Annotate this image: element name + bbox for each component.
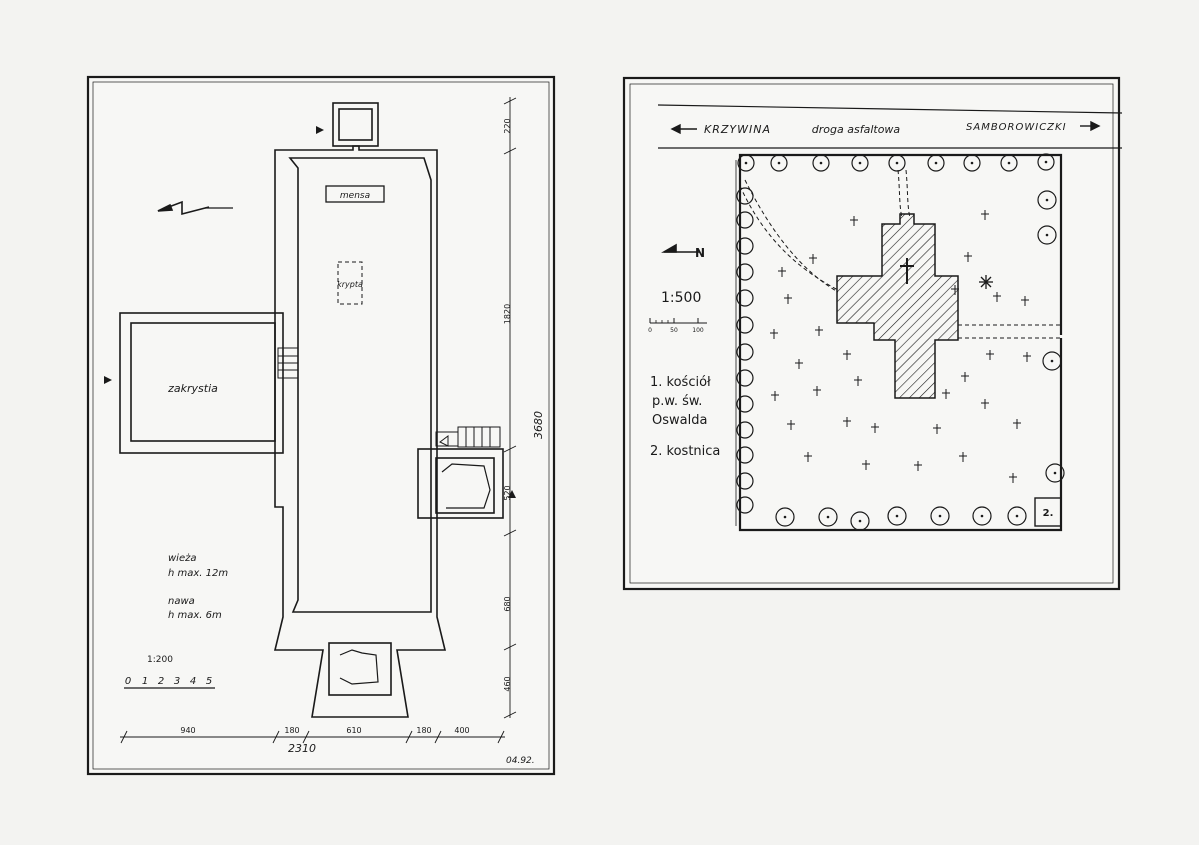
- krypta-label: krypta: [337, 280, 363, 289]
- graves: [770, 210, 1031, 483]
- mensa-label: mensa: [340, 191, 370, 201]
- scale-label-200: 1:200: [147, 655, 173, 665]
- scale-bar-500: 1:500 0 50 100: [648, 290, 707, 334]
- legend-line-4: 2. kostnica: [650, 444, 720, 459]
- grave-cross-icon: [862, 460, 870, 470]
- grave-cross-icon: [959, 452, 967, 462]
- church-walls: [119, 102, 504, 718]
- dim-v-460: 460: [503, 676, 512, 691]
- asphalt-road: [657, 104, 1123, 149]
- grave-cross-icon: [815, 326, 823, 336]
- north-arrow-icon: [157, 200, 233, 216]
- road-right-label: SAMBOROWICZKI: [966, 122, 1067, 133]
- grave-cross-icon: [981, 210, 989, 220]
- grave-cross-icon: [804, 452, 812, 462]
- church-building: [836, 213, 959, 399]
- paths: [739, 169, 1060, 339]
- grave-cross-icon: [771, 391, 779, 401]
- arrow-right-icon: [1080, 120, 1101, 132]
- grave-cross-icon: [770, 329, 778, 339]
- scale-tick-500-0: 0: [648, 327, 652, 334]
- grave-cross-icon: [787, 420, 795, 430]
- grave-cross-icon: [914, 461, 922, 471]
- grave-cross-icon: [1021, 296, 1029, 306]
- grave-cross-icon: [1013, 419, 1021, 429]
- vertical-dimensions: [503, 97, 517, 719]
- scale-tick-1: 1: [142, 676, 148, 687]
- grave-cross-icon: [843, 417, 851, 427]
- dim-h-610: 610: [346, 726, 361, 735]
- tree-centers: [744, 160, 1057, 523]
- grave-cross-icon: [981, 399, 989, 409]
- zakrystia-label: zakrystia: [167, 382, 218, 395]
- scale-tick-500-100: 100: [692, 327, 704, 334]
- grave-cross-icon: [813, 386, 821, 396]
- legend-line-2: p.w. św.: [652, 394, 702, 409]
- tower-height-label: wieża: [168, 553, 197, 564]
- dim-v-1820: 1820: [503, 304, 512, 324]
- north-arrow-right-icon: [661, 243, 700, 253]
- grave-cross-icon: [1023, 352, 1031, 362]
- legend-line-3: Oswalda: [652, 413, 707, 428]
- horizontal-dimensions: [120, 730, 505, 744]
- dim-h-400: 400: [454, 726, 469, 735]
- grave-cross-icon: [850, 216, 858, 226]
- height-notes: wieża h max. 12m nawa h max. 6m: [168, 553, 228, 621]
- scale-label-500: 1:500: [661, 290, 701, 306]
- grave-cross-icon: [933, 424, 941, 434]
- tower-height-value: h max. 12m: [168, 568, 228, 579]
- grave-cross-icon: [778, 267, 786, 277]
- dim-h-180-right: 180: [416, 726, 431, 735]
- scale-tick-500-50: 50: [670, 327, 678, 334]
- drawing-date: 04.92.: [506, 756, 535, 766]
- grave-cross-icon: [871, 423, 879, 433]
- dim-h-180-left: 180: [284, 726, 299, 735]
- stairs: [277, 347, 501, 685]
- mensa-altar: mensa: [325, 185, 385, 203]
- floor-plan-panel: mensa krypta zakrystia 220 1820 3680 520…: [86, 75, 556, 776]
- grave-cross-icon: [964, 252, 972, 262]
- dim-v-520: 520: [503, 485, 512, 500]
- grave-cross-icon: [854, 376, 862, 386]
- star-monument-icon: [979, 275, 993, 289]
- legend: 1. kościół p.w. św. Oswalda 2. kostnica: [650, 375, 720, 459]
- dim-total-width: 2310: [288, 742, 316, 755]
- road-center-label: droga asfaltowa: [812, 123, 901, 136]
- grave-cross-icon: [951, 285, 959, 295]
- ossuary-number: 2.: [1043, 508, 1054, 519]
- dim-v-680: 680: [503, 596, 512, 611]
- grave-cross-icon: [993, 292, 1001, 302]
- scale-tick-5: 5: [206, 676, 212, 687]
- grave-cross-icon: [784, 294, 792, 304]
- scale-bar-200: 1:200 0 1 2 3 4 5: [124, 655, 215, 689]
- scale-tick-4: 4: [190, 676, 196, 687]
- grave-cross-icon: [986, 350, 994, 360]
- nave-height-value: h max. 6m: [168, 610, 222, 621]
- road-left-label: KRZYWINA: [704, 123, 771, 136]
- dim-h-940: 940: [180, 726, 195, 735]
- grave-cross-icon: [795, 359, 803, 369]
- crypt-outline: krypta: [337, 261, 363, 305]
- scale-tick-2: 2: [158, 676, 164, 687]
- dim-v-3680: 3680: [532, 411, 545, 439]
- grave-cross-icon: [1009, 473, 1017, 483]
- grave-cross-icon: [942, 389, 950, 399]
- legend-line-1: 1. kościół: [650, 375, 711, 390]
- dim-v-220: 220: [503, 118, 512, 133]
- arrow-left-icon: [670, 123, 697, 135]
- grave-cross-icon: [809, 254, 817, 264]
- site-plan-panel: KRZYWINA droga asfaltowa SAMBOROWICZKI: [622, 76, 1123, 591]
- scale-tick-3: 3: [174, 676, 180, 687]
- north-label: N: [695, 246, 705, 260]
- grave-cross-icon: [843, 350, 851, 360]
- ossuary-building: 2.: [1034, 497, 1062, 527]
- scale-tick-0: 0: [125, 676, 131, 687]
- grave-cross-icon: [961, 372, 969, 382]
- nave-height-label: nawa: [168, 596, 195, 607]
